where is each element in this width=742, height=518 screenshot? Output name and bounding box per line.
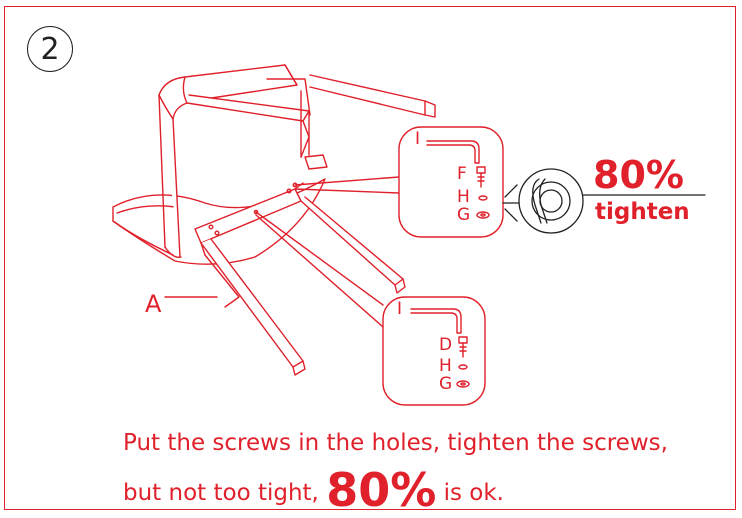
chair-assembly-illustration — [112, 64, 706, 406]
instruction-line-2: but not too tight, 80% is ok. — [123, 467, 504, 513]
allen-key-icon — [426, 140, 480, 164]
chair-rear-legs — [186, 74, 436, 170]
upper-flat-washer-label: G — [457, 205, 471, 225]
step-number-badge: 2 — [27, 26, 73, 72]
lower-tool-label: I — [397, 299, 403, 319]
tightening-detail — [502, 168, 584, 234]
instruction-line-2-suffix: is ok. — [443, 480, 504, 506]
upper-screw-label: F — [457, 164, 467, 184]
chair-backrest — [158, 64, 298, 258]
lower-spring-washer-label: H — [439, 356, 452, 376]
lower-flat-washer-label: G — [439, 374, 453, 394]
part-label-a: A — [145, 290, 162, 318]
chair-front-legs — [200, 196, 406, 376]
assembly-step-panel: 2 A I F H G I D H G 80% tighten Put the … — [4, 6, 736, 513]
upper-callout-box — [398, 126, 504, 238]
upper-tool-label: I — [415, 129, 421, 149]
lower-screw-label: D — [439, 335, 453, 355]
spring-washer-icon — [458, 364, 468, 370]
lower-callout-box — [382, 296, 486, 406]
flat-washer-icon — [476, 211, 490, 219]
instruction-emphasis-percent: 80% — [326, 463, 437, 517]
lower-callout-leader-top — [255, 211, 384, 306]
upper-callout-leader-bottom — [294, 188, 400, 194]
instruction-line-2-prefix: but not too tight, — [123, 480, 319, 506]
screw-icon — [458, 336, 468, 358]
tighten-word: tighten — [595, 199, 690, 225]
upper-callout-leader-top — [294, 176, 400, 186]
spring-washer-icon — [478, 195, 488, 201]
lower-callout-leader-bottom — [255, 214, 384, 328]
upper-spring-washer-label: H — [457, 187, 470, 207]
allen-key-icon — [532, 178, 548, 224]
screw-icon — [476, 166, 486, 188]
flat-washer-icon — [456, 380, 470, 388]
tighten-percent: 80% — [593, 153, 684, 197]
allen-key-icon — [410, 308, 462, 334]
instruction-line-1: Put the screws in the holes, tighten the… — [123, 430, 668, 456]
